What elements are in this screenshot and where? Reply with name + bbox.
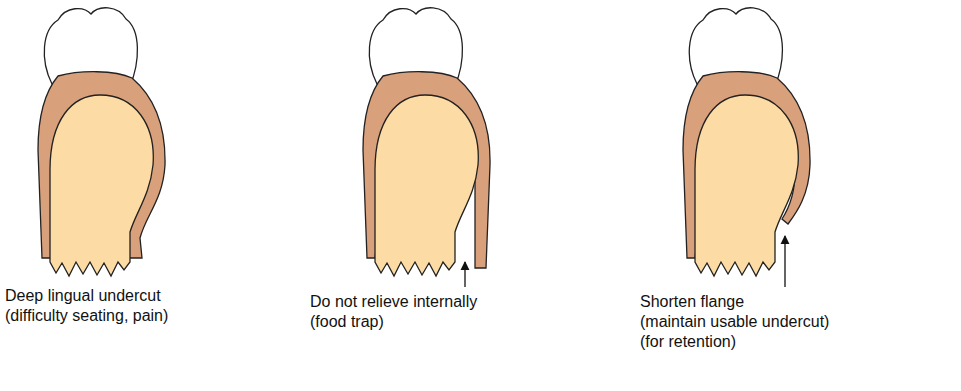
caption-text: Shorten flange [640, 292, 744, 312]
caption-text: Do not relieve internally [310, 292, 477, 312]
caption-text: (food trap) [310, 312, 384, 332]
caption-text: (for retention) [640, 332, 736, 352]
ridge-section [38, 8, 165, 276]
alveolar-ridge [375, 95, 478, 276]
ridge-section [363, 8, 490, 287]
alveolar-ridge [695, 95, 798, 276]
ridge-section [683, 8, 810, 287]
pointer-arrow [464, 262, 465, 287]
alveolar-ridge [50, 95, 153, 276]
caption-text: (maintain usable undercut) [640, 312, 829, 332]
caption-text: (difficulty seating, pain) [5, 306, 168, 326]
pointer-arrow [784, 236, 785, 287]
caption-text: Deep lingual undercut [5, 286, 161, 306]
